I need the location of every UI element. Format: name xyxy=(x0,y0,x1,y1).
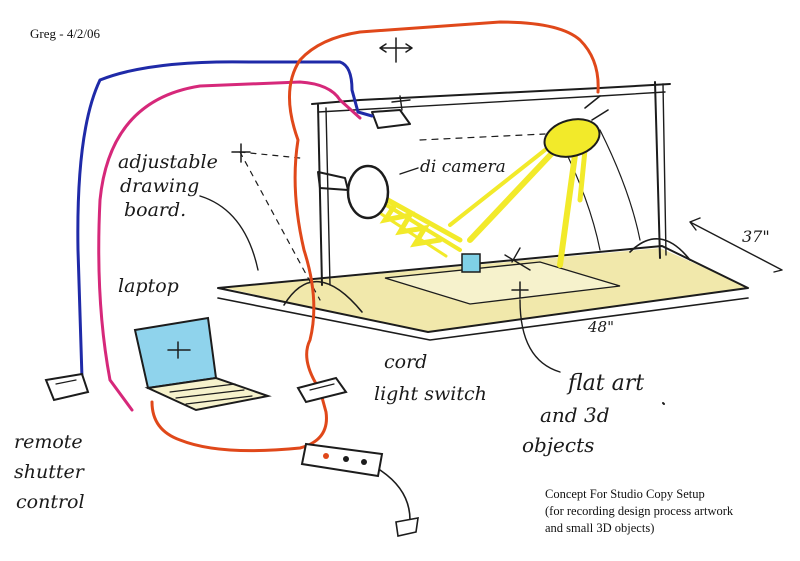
flat-art-area xyxy=(384,261,621,305)
caption-line3: and small 3D objects) xyxy=(545,521,654,535)
caption: Concept For Studio Copy Setup (for recor… xyxy=(545,487,734,535)
label-camera: di camera xyxy=(420,157,506,177)
frame-top-beam-2 xyxy=(317,91,666,113)
label-drawing-board-line1: adjustable xyxy=(118,151,218,173)
label-remote: remote shutter control xyxy=(14,431,86,513)
lamp-head xyxy=(543,118,601,158)
laptop xyxy=(133,316,272,412)
camera-body xyxy=(317,171,349,191)
remote-shutter-device xyxy=(44,372,90,402)
label-cord-switch-line2: light switch xyxy=(374,383,487,405)
frame-dashed-guide xyxy=(419,133,546,141)
label-laptop: laptop xyxy=(118,275,179,297)
leader-flat-art xyxy=(519,299,561,373)
dimension-arrow-depth xyxy=(689,217,783,273)
caption-line2: (for recording design process artwork xyxy=(545,504,734,518)
direction-arrow-top xyxy=(379,37,413,63)
cursor-dot xyxy=(662,402,665,405)
small-3d-object xyxy=(461,253,481,273)
frame-post-right-2 xyxy=(662,83,667,256)
camera-mount xyxy=(371,109,411,129)
frame-top-beam xyxy=(311,83,671,105)
lamp-arm xyxy=(584,95,609,121)
cord-light-switch xyxy=(296,376,348,404)
frame-post-left-2 xyxy=(325,107,331,286)
pink-camera-cable xyxy=(97,80,362,412)
label-flat-art-line2: and 3d xyxy=(540,403,610,427)
leader-camera xyxy=(399,167,419,175)
label-remote-line2: shutter xyxy=(14,461,86,483)
camera-lens xyxy=(346,164,390,220)
board-support-left xyxy=(283,280,363,313)
dimension-width-label: 48" xyxy=(587,318,614,336)
label-cord-switch-line1: cord xyxy=(384,351,427,373)
label-flat-art: flat art and 3d objects xyxy=(522,371,644,457)
label-flat-art-line3: objects xyxy=(522,433,594,457)
dimension-depth-label: 37" xyxy=(742,227,770,246)
label-drawing-board-line2: drawing xyxy=(120,175,199,197)
laptop-screen-icon xyxy=(167,341,191,359)
object-cross-marker xyxy=(511,281,529,299)
label-drawing-board-line3: board. xyxy=(124,199,186,221)
camera-sightline-top xyxy=(239,151,301,159)
caption-line1: Concept For Studio Copy Setup xyxy=(545,487,705,501)
leader-drawing-board xyxy=(199,195,259,271)
power-strip xyxy=(300,442,419,537)
frame-diagonal-right xyxy=(599,129,641,241)
frame-post-left xyxy=(317,104,323,286)
blue-shutter-cable xyxy=(76,60,374,380)
camera-mount-detail xyxy=(391,95,411,111)
cross-marker-left xyxy=(231,143,251,163)
label-remote-line1: remote xyxy=(14,431,83,453)
pencil-in-tray xyxy=(504,247,531,271)
label-flat-art-line1: flat art xyxy=(566,371,644,396)
camera-sightline-left xyxy=(239,151,321,301)
frame-post-right xyxy=(654,81,661,259)
board-edge-front xyxy=(217,297,749,341)
signature: Greg - 4/2/06 xyxy=(30,26,101,41)
label-drawing-board: adjustable drawing board. xyxy=(118,151,218,221)
label-remote-line3: control xyxy=(16,491,85,513)
orange-power-cable xyxy=(150,20,600,453)
label-cord-switch: cord light switch xyxy=(374,351,487,405)
laptop-keys xyxy=(169,383,253,405)
laptop-screen xyxy=(133,316,218,390)
